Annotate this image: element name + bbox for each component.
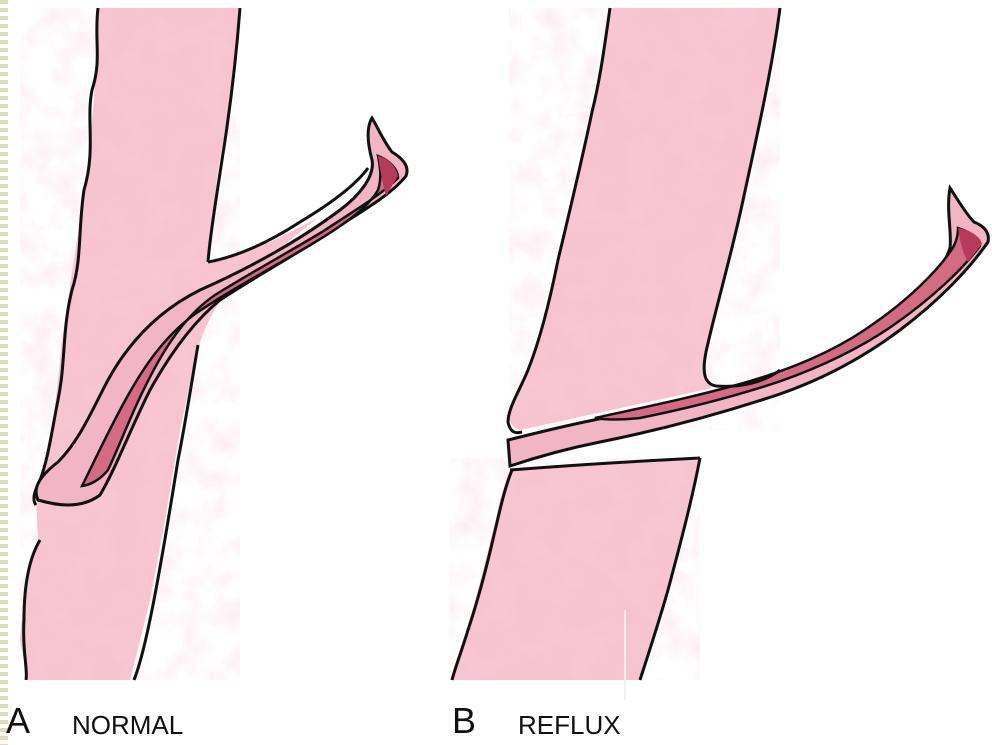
- panel-a-normal: [20, 8, 407, 683]
- panel-a-caption: NORMAL: [72, 710, 183, 741]
- panel-a-letter: A: [6, 700, 30, 742]
- panel-b-caption: REFLUX: [518, 710, 621, 741]
- panel-b-letter: B: [452, 700, 476, 742]
- panel-b-reflux: [450, 8, 988, 680]
